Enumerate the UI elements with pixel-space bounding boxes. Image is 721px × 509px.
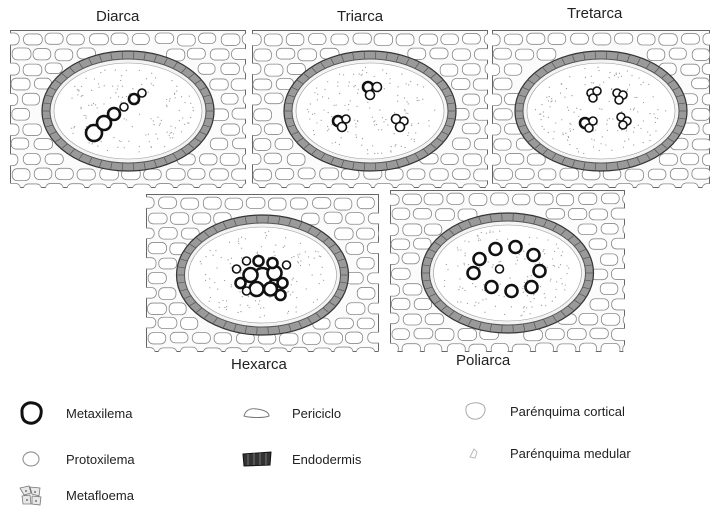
- legend-label-periciclo: Periciclo: [292, 406, 341, 421]
- protoxilema-icon: [14, 446, 48, 472]
- legend-metafloema: Metafloema: [14, 482, 134, 508]
- legend-label-parenquima-cortical: Parénquima cortical: [510, 404, 625, 419]
- title-poliarca: Poliarca: [456, 352, 510, 369]
- legend-label-parenquima-medular: Parénquima medular: [510, 446, 631, 461]
- panel-tretarca: [492, 30, 710, 188]
- periciclo-icon: [240, 400, 274, 426]
- metaxilema-icon: [14, 400, 48, 426]
- title-tretarca: Tretarca: [567, 5, 622, 22]
- legend-label-protoxilema: Protoxilema: [66, 452, 135, 467]
- parenquima-cortical-icon: [458, 398, 492, 424]
- title-hexarca: Hexarca: [231, 356, 287, 373]
- legend-label-metaxilema: Metaxilema: [66, 406, 132, 421]
- endodermis-icon: [240, 446, 274, 472]
- legend-metaxilema: Metaxilema: [14, 400, 132, 426]
- title-diarca: Diarca: [96, 8, 139, 25]
- legend-endodermis: Endodermis: [240, 446, 361, 472]
- title-triarca: Triarca: [337, 8, 383, 25]
- metafloema-icon: [14, 482, 48, 508]
- panel-poliarca: [390, 190, 625, 352]
- panel-triarca: [252, 30, 488, 188]
- parenquima-medular-icon: [458, 440, 492, 466]
- legend-parenquima-medular: Parénquima medular: [458, 440, 631, 466]
- legend-periciclo: Periciclo: [240, 400, 341, 426]
- legend-protoxilema: Protoxilema: [14, 446, 135, 472]
- panel-diarca: [10, 30, 246, 188]
- legend-label-endodermis: Endodermis: [292, 452, 361, 467]
- legend-label-metafloema: Metafloema: [66, 488, 134, 503]
- panel-hexarca: [146, 194, 379, 352]
- legend-parenquima-cortical: Parénquima cortical: [458, 398, 625, 424]
